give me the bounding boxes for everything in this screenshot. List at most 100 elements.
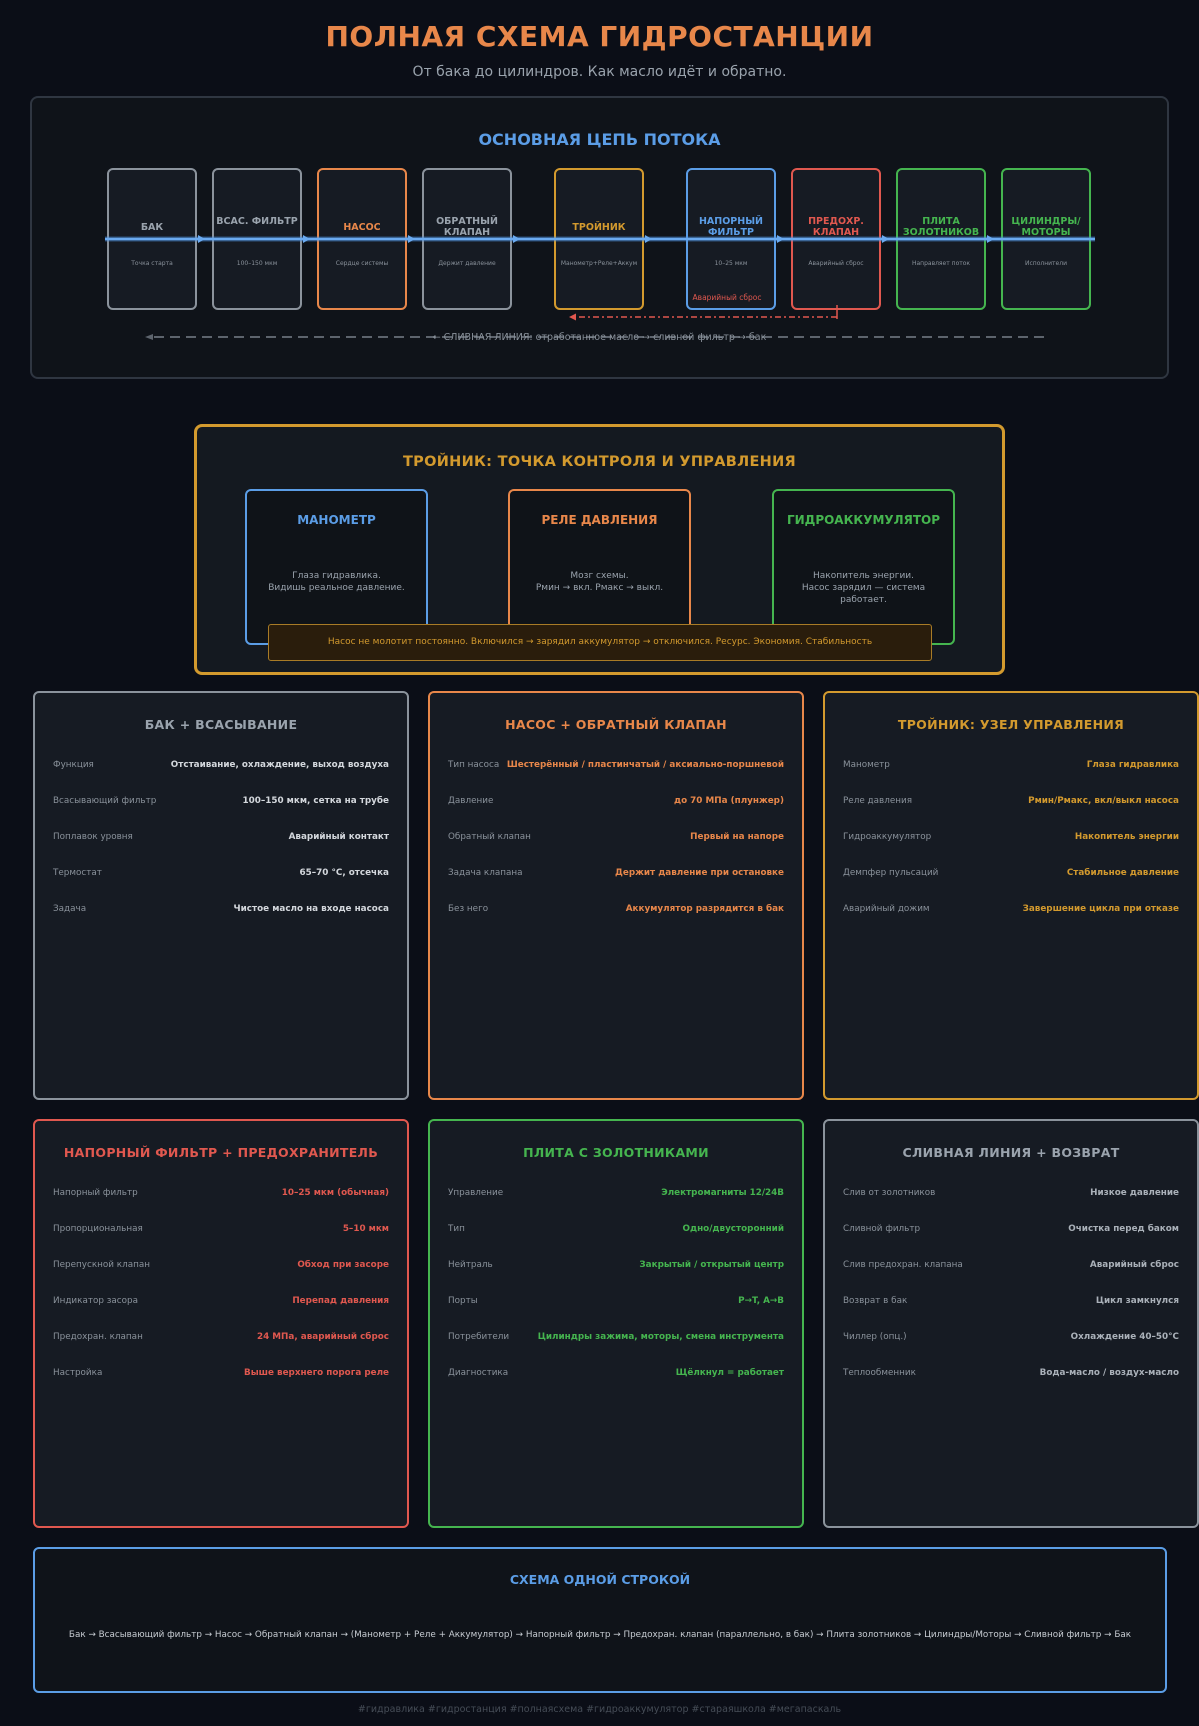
row-value: Рмин/Рмакс, вкл/выкл насоса xyxy=(1028,796,1179,806)
drain-label: ← СЛИВНАЯ ЛИНИЯ: отработанное масло → сл… xyxy=(432,332,767,343)
row-key: Реле давления xyxy=(843,796,913,806)
row-key: Возврат в бак xyxy=(843,1296,908,1306)
card-title: БАК + ВСАСЫВАНИЕ xyxy=(144,717,298,732)
row-value: Низкое давление xyxy=(1090,1188,1179,1198)
card-row: Настройка Выше верхнего порога реле xyxy=(53,1368,389,1382)
tee-card-title: МАНОМЕТР xyxy=(297,513,376,527)
row-value: P→T, A→B xyxy=(738,1296,784,1306)
card-row: Предохран. клапан 24 МПа, аварийный сброс xyxy=(53,1332,389,1346)
row-key: Термостат xyxy=(53,868,102,878)
row-value: Аварийный сброс xyxy=(1089,1260,1179,1270)
row-key: Порты xyxy=(448,1296,478,1306)
row-value: Завершение цикла при отказе xyxy=(1022,904,1179,914)
row-key: Напорный фильтр xyxy=(53,1188,138,1198)
row-value: Очистка перед баком xyxy=(1068,1224,1179,1234)
tee-card-desc: Мозг схемы. Рмин → вкл. Рмакс → выкл. xyxy=(514,570,685,594)
row-value: Шестерённый / пластинчатый / аксиально-п… xyxy=(506,760,784,770)
flow-arrow-icon xyxy=(513,235,520,243)
row-value: Перепад давления xyxy=(292,1296,389,1306)
flow-arrow-icon xyxy=(645,235,652,243)
card-pump-check: НАСОС + ОБРАТНЫЙ КЛАПАН Тип насоса Шестер… xyxy=(428,691,804,1100)
card-title: НАСОС + ОБРАТНЫЙ КЛАПАН xyxy=(505,717,727,732)
row-value: Стабильное давление xyxy=(1066,868,1179,878)
row-value: Цилиндры зажима, моторы, смена инструмен… xyxy=(537,1332,784,1342)
row-value: 24 МПа, аварийный сброс xyxy=(257,1332,389,1342)
row-key: Слив предохран. клапана xyxy=(843,1260,963,1270)
row-key: Задача клапана xyxy=(448,868,523,878)
tee-card-line: Глаза гидравлика. xyxy=(292,571,381,581)
pressure-switch-card: РЕЛЕ ДАВЛЕНИЯ Мозг схемы. Рмин → вкл. Рм… xyxy=(508,489,691,645)
manometer-card: МАНОМЕТР Глаза гидравлика. Видишь реальн… xyxy=(245,489,428,645)
flow-box-desc: Исполнители xyxy=(1025,260,1067,267)
row-value: Одно/двусторонний xyxy=(682,1224,784,1234)
card-row: Задача клапана Держит давление при остано… xyxy=(448,868,784,882)
flow-box-name: ЦИЛИНДРЫ/ МОТОРЫ xyxy=(1011,216,1081,238)
row-value: Вода-масло / воздух-масло xyxy=(1039,1368,1179,1378)
flow-box-name: БАК xyxy=(140,222,164,233)
accumulator-card: ГИДРОАККУМУЛЯТОР Накопитель энергии. Нас… xyxy=(772,489,955,645)
row-key: Всасывающий фильтр xyxy=(53,796,157,806)
summary-text: Бак → Всасывающий фильтр → Насос → Обрат… xyxy=(68,1630,1132,1640)
row-key: Функция xyxy=(53,760,94,770)
flow-arrow-icon xyxy=(777,235,784,243)
row-key: Демпфер пульсаций xyxy=(843,868,939,878)
row-key: Поплавок уровня xyxy=(53,832,133,842)
card-title: НАПОРНЫЙ ФИЛЬТР + ПРЕДОХРАНИТЕЛЬ xyxy=(63,1145,379,1160)
summary-panel: СХЕМА ОДНОЙ СТРОКОЙ Бак → Всасывающий фи… xyxy=(33,1547,1167,1693)
row-key: Без него xyxy=(448,904,489,914)
row-key: Аварийный дожим xyxy=(843,904,930,914)
row-value: Электромагниты 12/24В xyxy=(661,1188,784,1198)
row-key: Потребители xyxy=(448,1332,510,1342)
flow-box-name: ТРОЙНИК xyxy=(572,222,626,233)
tee-card-line: Насос зарядил — система работает. xyxy=(801,583,926,605)
summary-title: СХЕМА ОДНОЙ СТРОКОЙ xyxy=(509,1572,691,1587)
tee-card-title: ГИДРОАККУМУЛЯТОР xyxy=(786,513,941,527)
row-key: Настройка xyxy=(53,1368,103,1378)
flow-arrow-icon xyxy=(987,235,994,243)
page-title: ПОЛНАЯ СХЕМА ГИДРОСТАНЦИИ xyxy=(325,20,874,53)
card-row: Теплообменник Вода-масло / воздух-масло xyxy=(843,1368,1179,1382)
flow-panel: ОСНОВНАЯ ЦЕПЬ ПОТОКА БАК Точка старта ВС… xyxy=(30,96,1169,379)
row-key: Нейтраль xyxy=(448,1260,493,1270)
row-value: Держит давление при остановке xyxy=(615,868,784,878)
row-key: Теплообменник xyxy=(843,1368,916,1378)
row-key: Тип насоса xyxy=(448,760,500,770)
row-key: Предохран. клапан xyxy=(53,1332,143,1342)
flow-arrow-icon xyxy=(408,235,415,243)
flow-box-desc: 10–25 мкм xyxy=(714,260,748,267)
flow-box-name: ВСАС. ФИЛЬТР xyxy=(216,216,298,227)
flow-box-desc: Манометр+Реле+Аккум xyxy=(560,260,638,267)
flow-arrow-icon xyxy=(198,235,205,243)
card-row: Слив предохран. клапана Аварийный сброс xyxy=(843,1260,1179,1274)
flow-box-name: ПЛИТА ЗОЛОТНИКОВ xyxy=(902,216,980,238)
row-key: Чиллер (опц.) xyxy=(843,1332,907,1342)
row-key: Обратный клапан xyxy=(448,832,531,842)
tee-card-line: Мозг схемы. xyxy=(570,571,629,581)
row-value: Выше верхнего порога реле xyxy=(243,1368,389,1378)
row-value: 10–25 мкм (обычная) xyxy=(281,1188,389,1198)
card-drain-return: СЛИВНАЯ ЛИНИЯ + ВОЗВРАТ Слив от золотник… xyxy=(823,1119,1199,1528)
tee-banner: Насос не молотит постоянно. Включился → … xyxy=(268,624,932,661)
row-key: Пропорциональная xyxy=(53,1224,143,1234)
row-key: Сливной фильтр xyxy=(843,1224,921,1234)
card-row: Аварийный дожим Завершение цикла при отка… xyxy=(843,904,1179,918)
tee-card-line: Рмин → вкл. Рмакс → выкл. xyxy=(535,583,664,593)
emergency-arrow-icon xyxy=(569,313,576,321)
row-value: Аккумулятор разрядится в бак xyxy=(625,904,784,914)
flow-box-name: ПРЕДОХР. КЛАПАН xyxy=(808,216,864,238)
row-value: до 70 МПа (плунжер) xyxy=(673,796,784,806)
hashtags: #гидравлика #гидростанция #полнаясхема #… xyxy=(357,1704,842,1715)
card-row: Порты P→T, A→B xyxy=(448,1296,784,1310)
